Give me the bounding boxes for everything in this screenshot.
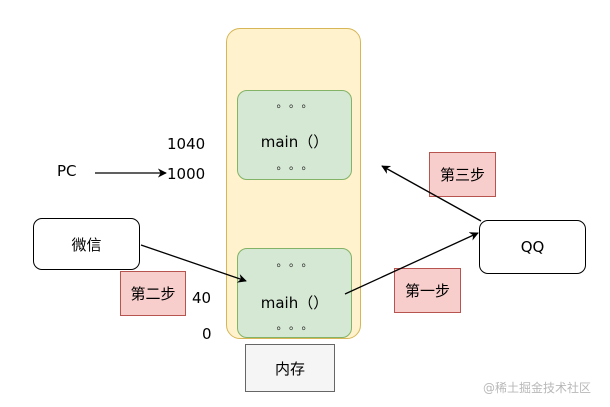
step-third: 第三步 <box>429 152 496 197</box>
program-block-main: 。。。 main（） 。。。 <box>237 90 352 180</box>
memory-legend-label: 内存 <box>274 359 305 378</box>
block-label-main: main（） <box>260 133 329 151</box>
step-second: 第二步 <box>120 271 186 316</box>
ellipsis-bottom: 。。。 <box>276 319 320 332</box>
address-1000: 1000 <box>167 165 206 183</box>
step-first-label: 第一步 <box>404 282 450 300</box>
pc-label: PC <box>57 162 77 180</box>
ellipsis-top: 。。。 <box>276 97 320 110</box>
address-1040: 1040 <box>167 135 206 153</box>
ellipsis-top: 。。。 <box>276 256 320 269</box>
memory-legend: 内存 <box>245 344 335 392</box>
address-40: 40 <box>192 289 212 307</box>
step-second-label: 第二步 <box>130 285 176 303</box>
block-label-maih: maih（） <box>260 294 329 312</box>
step-first: 第一步 <box>394 268 461 313</box>
wechat-label: 微信 <box>71 235 102 254</box>
qq-label: QQ <box>520 238 545 256</box>
arrow-wechat-to-maih <box>140 244 247 283</box>
step-third-label: 第三步 <box>439 166 485 184</box>
qq-node: QQ <box>479 220 586 274</box>
ellipsis-bottom: 。。。 <box>276 159 320 172</box>
arrow-qq-to-main <box>381 165 482 222</box>
wechat-node: 微信 <box>33 218 140 270</box>
address-0: 0 <box>202 325 212 343</box>
watermark: @稀土掘金技术社区 <box>483 381 592 395</box>
program-block-maih: 。。。 maih（） 。。。 <box>237 248 352 338</box>
arrow-maih-to-qq <box>344 232 479 295</box>
